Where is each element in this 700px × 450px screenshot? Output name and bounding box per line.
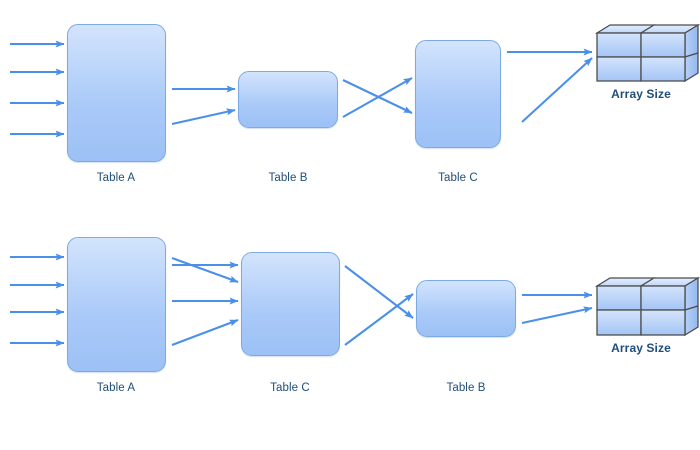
cube-side-face-lower — [684, 52, 699, 83]
edge-bot-b-array-2 — [521, 306, 593, 325]
label-bot-table-b: Table B — [446, 382, 486, 394]
edge-group-input-to-top-table-a — [10, 40, 65, 138]
array-size-cube-bottom — [594, 276, 700, 337]
cube2-cell-bottom-left — [596, 309, 642, 336]
node-top-table-b[interactable] — [238, 71, 338, 128]
node-bot-table-b[interactable] — [416, 280, 516, 337]
cube-cell-bottom-left — [596, 56, 642, 82]
cube2-cell-bottom-right — [640, 309, 686, 336]
cube2-side-face-lower — [684, 305, 699, 337]
array-size-cube-top — [594, 23, 700, 83]
edge-group-top-b-to-c-crossed — [342, 77, 413, 118]
edge-bot-a-c-2 — [171, 257, 239, 283]
edge-group-top-c-to-array — [507, 48, 593, 123]
cube-cell-bottom-right — [640, 56, 686, 82]
node-bot-table-a[interactable] — [67, 237, 166, 372]
edge-group-bot-c-to-b-crossed — [344, 265, 414, 346]
edge-bot-c-b-down — [344, 265, 414, 319]
node-top-table-a[interactable] — [67, 24, 166, 162]
edge-bot-c-b-up — [344, 293, 414, 346]
edge-top-c-array-2 — [521, 57, 593, 123]
label-top-table-a: Table A — [96, 172, 136, 184]
edge-bot-a-c-4 — [171, 319, 239, 346]
label-bot-table-c: Table C — [270, 382, 310, 394]
edge-top-a-b-2 — [171, 108, 236, 126]
edge-group-bot-a-to-c — [171, 257, 239, 346]
label-top-table-c: Table C — [438, 172, 478, 184]
node-top-table-c[interactable] — [415, 40, 501, 148]
edge-group-top-a-to-b — [171, 85, 236, 126]
node-bot-table-c[interactable] — [241, 252, 340, 356]
label-top-array-size: Array Size — [611, 87, 671, 101]
label-bot-table-a: Table A — [96, 382, 136, 394]
cube-cell-top-right — [640, 32, 686, 58]
cube2-cell-top-right — [640, 285, 686, 311]
edge-group-input-to-bot-table-a — [10, 253, 65, 347]
edge-top-b-c-down — [342, 79, 413, 114]
label-bot-array-size: Array Size — [611, 341, 671, 355]
cube2-cell-top-left — [596, 285, 642, 311]
label-top-table-b: Table B — [268, 172, 308, 184]
edge-group-bot-b-to-array — [521, 291, 593, 325]
cube-cell-top-left — [596, 32, 642, 58]
